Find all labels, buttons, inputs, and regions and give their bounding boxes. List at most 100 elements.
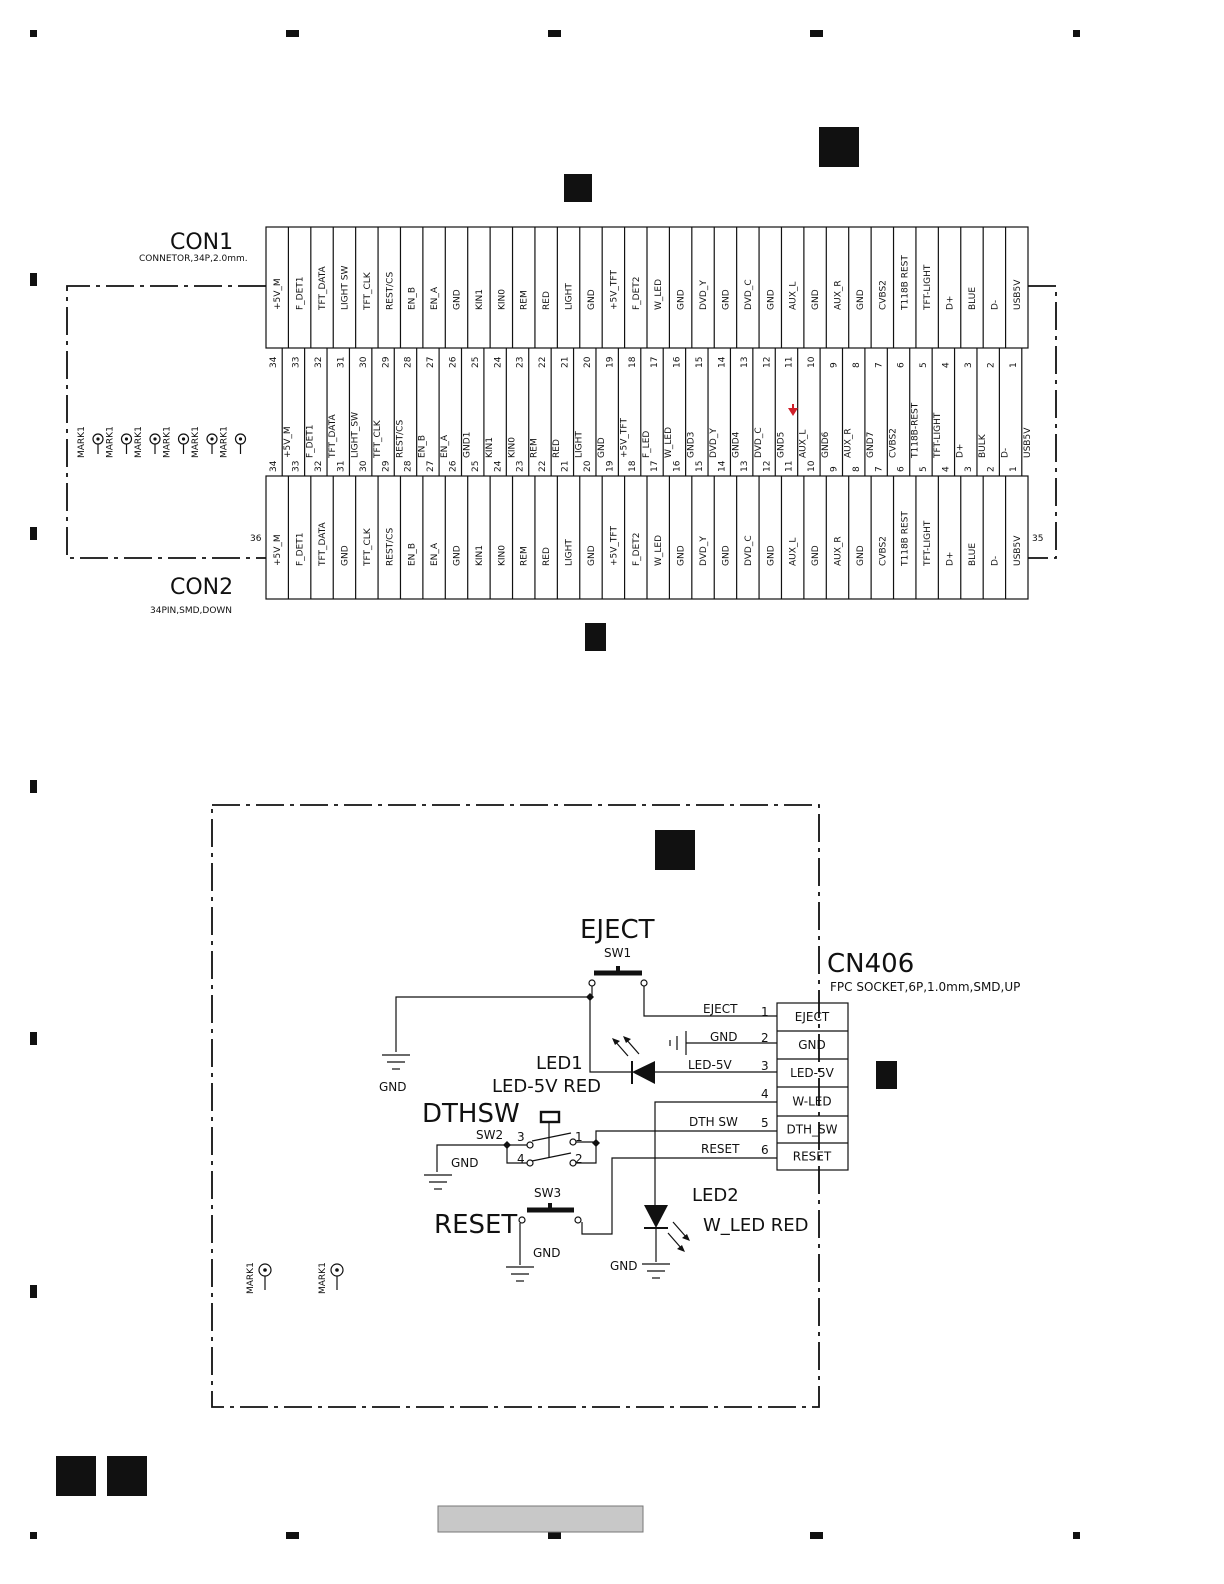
con2-pin-number: 8 — [852, 466, 862, 472]
con2-pin-number: 27 — [426, 461, 436, 472]
con1-pin-number: 25 — [471, 357, 481, 368]
cn406-pin-label: RESET — [793, 1150, 832, 1164]
led2-ref: LED2 — [692, 1185, 739, 1206]
gnd-label-sw3: GND — [533, 1246, 561, 1260]
led2-value: W_LED RED — [703, 1215, 809, 1236]
sw2-name: DTHSW — [422, 1099, 520, 1129]
con2-pin-label: AUX_R — [834, 536, 844, 566]
con2-pin-label: W_LED — [654, 535, 664, 566]
cn406-net-label: EJECT — [703, 1002, 738, 1016]
con2-pin-label: CVBS2 — [878, 536, 888, 566]
cn406-pin-number: 6 — [761, 1143, 769, 1157]
cn406-pin-label: LED-5V — [790, 1066, 834, 1080]
con1-pin-label: USB5V — [1013, 279, 1023, 310]
net-label: TFT_CLK — [373, 419, 383, 459]
con1-pin-number: 9 — [830, 362, 840, 368]
net-label: EN_B — [418, 435, 428, 458]
con2-ref: CON2 — [170, 575, 233, 600]
con1-pin-number: 15 — [695, 357, 705, 368]
con2-pin-number: 1 — [1009, 466, 1019, 472]
con1-pin-number: 33 — [292, 357, 302, 368]
cn406-desc: FPC SOCKET,6P,1.0mm,SMD,UP — [830, 980, 1020, 994]
con1-pin-number: 29 — [381, 356, 391, 368]
con2-pin-label: EN_B — [408, 543, 418, 566]
pin2-gnd-symbol — [669, 1031, 687, 1055]
cn406-net-label: RESET — [701, 1142, 740, 1156]
con2-pin-label: EN_A — [430, 542, 440, 566]
con2-pin-label: D- — [990, 556, 1000, 566]
bottom-board-outline — [211, 804, 820, 1408]
con2-pin-number: 17 — [650, 461, 660, 472]
cn406-pin-label: DTH_SW — [786, 1123, 837, 1137]
net-label: REST/CS — [395, 420, 405, 458]
con2-pin-label: REM — [520, 546, 530, 566]
con1-pin-number: 7 — [874, 362, 884, 368]
con2-pin-number: 16 — [673, 460, 683, 472]
cn406-net-label: GND — [710, 1030, 738, 1044]
con1-pin-number: 20 — [583, 356, 593, 368]
con1-pin-number: 28 — [404, 356, 414, 368]
net-label: DVD_Y — [709, 428, 719, 458]
mark-label: MARK1 — [106, 426, 116, 458]
con2-pin-number: 24 — [493, 460, 503, 472]
led1-diode — [632, 1061, 655, 1084]
con2-pin-number: 23 — [516, 461, 526, 472]
con2-pin-label: F_DET2 — [632, 532, 642, 566]
sw2-pin3: 3 — [517, 1130, 525, 1144]
net-label: GND6 — [821, 431, 831, 458]
mark-label: MARK1 — [220, 426, 230, 458]
cn406-pin-number: 1 — [761, 1005, 769, 1019]
con2-pin-number: 11 — [785, 461, 795, 472]
mark-label: MARK1 — [163, 426, 173, 458]
con1-pin-label: AUX_R — [834, 280, 844, 310]
con1-pin-number: 24 — [493, 356, 503, 368]
con1-pin-label: +5V_M — [273, 278, 283, 310]
net-label: DVD_C — [754, 427, 764, 458]
con2-pin-number: 18 — [628, 460, 638, 472]
con1-pin-label: BLUE — [968, 287, 978, 310]
cn406-pin-label: GND — [798, 1038, 826, 1052]
sw2-pin2: 2 — [575, 1152, 583, 1166]
sw2-pin1: 1 — [575, 1130, 583, 1144]
sw3-name: RESET — [434, 1210, 517, 1240]
con2-pin-label: GND — [856, 545, 866, 566]
con1-pin-label: LIGHT — [565, 283, 575, 310]
net-label: GND4 — [731, 431, 741, 458]
con1-pin-number: 32 — [314, 357, 324, 368]
net-label: AUX_R — [844, 428, 854, 458]
cn406-pin-number: 3 — [761, 1059, 769, 1073]
mark-dot — [238, 437, 243, 441]
con2-pin-number: 21 — [561, 461, 571, 472]
con1-pin-number: 1 — [1009, 362, 1019, 368]
gnd-symbol-led2 — [642, 1263, 670, 1279]
sw2-pin4: 4 — [517, 1152, 525, 1166]
net-label: KIN1 — [485, 437, 495, 458]
net-label: T118B-REST — [911, 402, 921, 459]
eject-net — [643, 986, 777, 1017]
con1-pin-label: RED — [542, 291, 552, 310]
cn406-pin-label: W-LED — [792, 1095, 831, 1109]
wled-net — [654, 1101, 777, 1205]
net-label: USB5V — [1023, 427, 1033, 458]
con1-pin-label: LIGHT SW — [340, 266, 350, 310]
cn406-connector: EJECT1EJECTGND2GNDLED-5V3LED-5VW-LED4DTH… — [688, 1002, 849, 1171]
gnd-label-sw2: GND — [451, 1156, 479, 1170]
connector-wires: 3434+5V_M3333F_DET13232TFT_DATA3131LIGHT… — [269, 348, 1033, 476]
sw3-switch — [518, 1203, 582, 1224]
cn406-ref: CN406 — [827, 949, 914, 979]
mark-label: MARK1 — [318, 1262, 328, 1294]
con2-pin36: 36 — [250, 534, 262, 544]
con1-pin-label: EN_B — [408, 287, 418, 310]
con2-pin-number: 31 — [336, 461, 346, 472]
led2-emission-arrows — [667, 1221, 690, 1252]
net-label: CVBS2 — [888, 428, 898, 458]
con2-pin-number: 2 — [986, 466, 996, 472]
mark-dot — [335, 1268, 339, 1272]
net-label: +5V_M — [283, 426, 293, 458]
net-label: D+ — [956, 444, 966, 458]
net-label: GND5 — [776, 432, 786, 458]
con2-pin-label: REST/CS — [385, 528, 395, 566]
con2-pin-label: +5V_M — [273, 534, 283, 566]
